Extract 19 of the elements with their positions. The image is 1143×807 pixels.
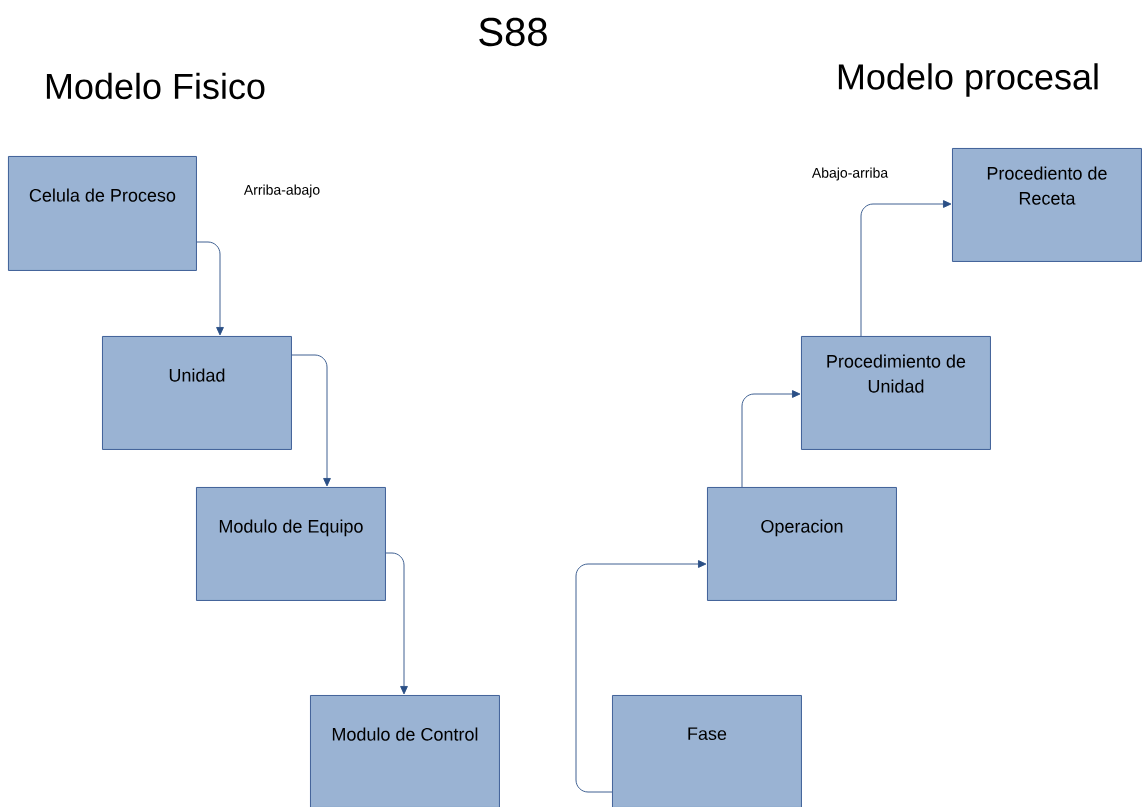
process-box: Unidad (102, 336, 292, 450)
note-text: Arriba-abajo (243, 184, 320, 198)
note-text: Abajo-arriba (811, 167, 889, 181)
process-box: Operacion (707, 487, 897, 601)
process-box: Modulo de Control (310, 695, 500, 807)
process-box: Procedimiento de Unidad (801, 336, 991, 450)
heading: Modelo Fisico (46, 72, 265, 100)
process-box: Celula de Proceso (8, 156, 197, 271)
arrow (385, 552, 408, 695)
process-box: Fase (612, 695, 802, 807)
arrow (860, 200, 952, 337)
heading: Modelo procesal (838, 63, 1098, 97)
arrow (291, 354, 331, 487)
title: S88 (479, 17, 547, 47)
arrow (575, 560, 707, 793)
arrow (741, 390, 801, 488)
process-box: Modulo de Equipo (196, 487, 386, 601)
arrow (196, 241, 224, 336)
process-box: Procediento de Receta (952, 148, 1142, 262)
